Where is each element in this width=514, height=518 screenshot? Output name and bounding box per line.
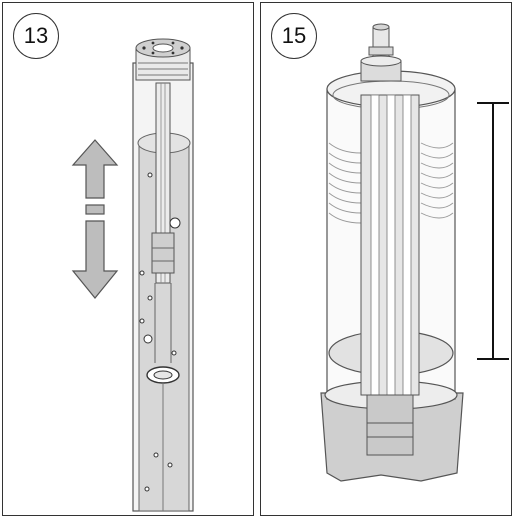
thread-lines [328,142,454,224]
panel-step-13: 13 [2,2,254,516]
filter-cartridge-illustration [320,23,509,482]
panel-step-15: 15 [260,2,512,516]
length-dimension-line [477,102,509,360]
pump-tube-illustration [71,38,194,512]
up-down-arrow-icon [71,139,119,299]
step-number-badge: 13 [13,13,59,59]
step-number-badge: 15 [271,13,317,59]
